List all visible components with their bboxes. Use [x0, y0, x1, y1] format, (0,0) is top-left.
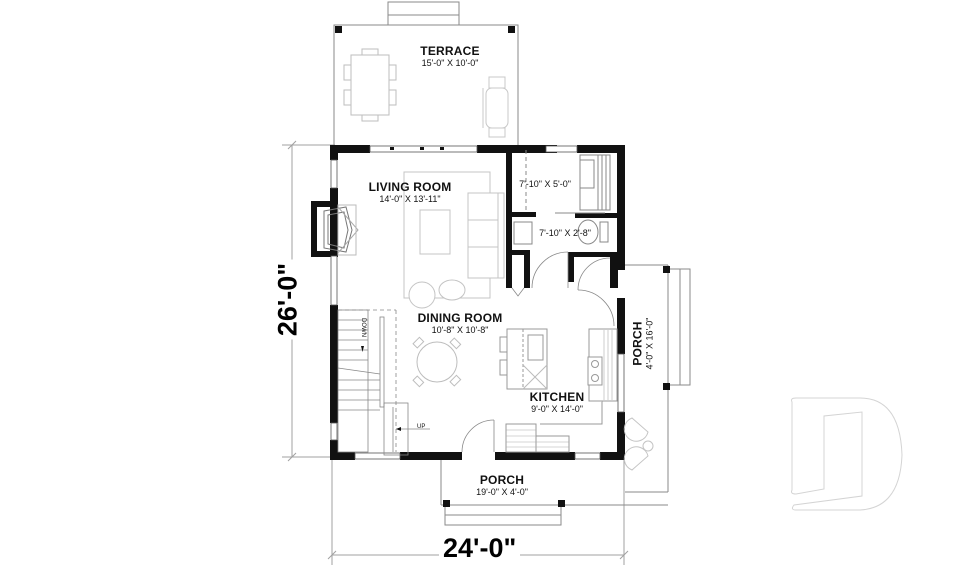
terrace-dining-set	[343, 48, 397, 122]
room-dimensions: 4'-0" X 16'-0"	[644, 317, 655, 370]
porch-chairs	[623, 417, 654, 471]
bath-fixtures	[513, 150, 611, 245]
staircase	[337, 309, 430, 456]
room-label-front-porch: PORCH 19'-0" X 4'-0"	[452, 474, 552, 497]
overall-depth-dimension: 26'-0"	[273, 259, 303, 340]
room-label-bath-upper: 7'-10" X 5'-0"	[513, 178, 577, 189]
side-porch	[625, 264, 691, 493]
room-label-living-room: LIVING ROOM 14'-0" X 13'-11"	[360, 181, 460, 204]
fireplace	[323, 204, 359, 256]
watermark-logo-icon	[791, 397, 903, 511]
room-name: DINING ROOM	[417, 311, 503, 325]
terrace-post	[508, 26, 515, 33]
room-name: LIVING ROOM	[368, 180, 452, 194]
interior-walls	[506, 150, 620, 288]
room-dimensions: 9'-0" X 14'-0"	[531, 404, 583, 414]
front-porch	[440, 460, 668, 526]
room-dimensions: 15'-0" X 10'-0"	[421, 58, 479, 68]
room-label-bath-lower: 7'-10" X 2'-8"	[533, 227, 597, 238]
room-dimensions: 14'-0" X 13'-11"	[379, 194, 441, 204]
room-dimensions: 19'-0" X 4'-0"	[476, 487, 528, 497]
porch-post	[558, 500, 565, 507]
door-swings	[461, 251, 615, 453]
porch-post	[663, 383, 670, 390]
room-name: PORCH	[479, 473, 525, 487]
overall-width-dimension: 24'-0"	[439, 535, 521, 562]
room-name: KITCHEN	[529, 390, 585, 404]
room-name: PORCH	[630, 321, 645, 366]
porch-post	[443, 500, 450, 507]
dining-set	[412, 336, 462, 388]
terrace-post	[335, 26, 342, 33]
room-dimensions: 7'-10" X 5'-0"	[519, 179, 571, 189]
porch-post	[663, 266, 670, 273]
kitchen-fixtures	[499, 328, 618, 453]
living-room-furniture	[403, 171, 505, 309]
room-label-terrace: TERRACE 15'-0" X 10'-0"	[395, 45, 505, 68]
room-label-dining-room: DINING ROOM 10'-8" X 10'-8"	[405, 312, 515, 335]
room-label-kitchen: KITCHEN 9'-0" X 14'-0"	[522, 391, 592, 414]
stair-up-arrow	[396, 427, 401, 431]
stair-down-label: DOWN	[360, 318, 366, 337]
terrace-grill	[482, 76, 509, 138]
room-name: TERRACE	[420, 44, 480, 58]
room-label-side-porch: PORCH 4'-0" X 16'-0"	[630, 304, 655, 384]
stair-up-label: UP	[417, 424, 426, 430]
stair-down-arrow	[361, 346, 364, 352]
room-dimensions: 7'-10" X 2'-8"	[539, 228, 591, 238]
room-dimensions: 10'-8" X 10'-8"	[431, 325, 489, 335]
exterior-walls	[311, 145, 625, 460]
